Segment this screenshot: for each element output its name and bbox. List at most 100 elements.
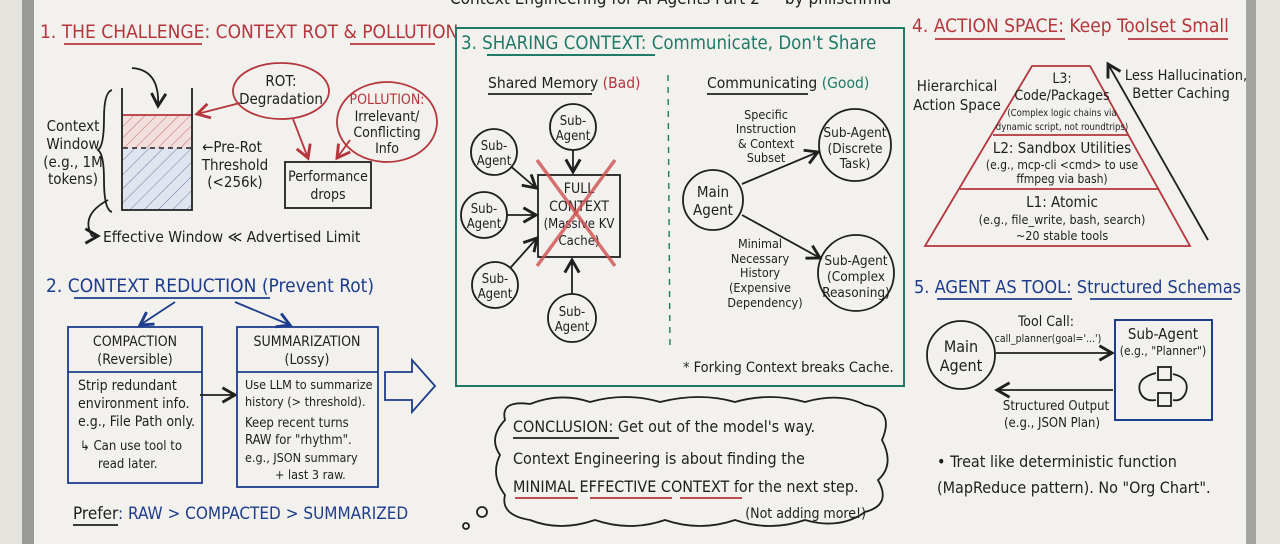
sub-agent-label: Sub- <box>481 139 508 154</box>
svg-text:Threshold: Threshold <box>201 156 268 174</box>
svg-text:(e.g., file_write, bash, searc: (e.g., file_write, bash, search) <box>979 212 1146 227</box>
svg-text:↳ Can use tool to: ↳ Can use tool to <box>80 439 182 454</box>
svg-text:(e.g., "Planner"): (e.g., "Planner") <box>1120 344 1206 358</box>
context-bucket <box>96 67 193 213</box>
svg-text:(Discrete: (Discrete <box>828 141 883 157</box>
svg-text:(Reversible): (Reversible) <box>97 352 172 368</box>
svg-text:(Complex: (Complex <box>827 269 885 285</box>
sub-agent-node: Sub-Agent <box>470 128 539 190</box>
pollution-cloud: POLLUTION: Irrelevant/ Conflicting Info <box>335 81 438 163</box>
svg-text:Info: Info <box>375 141 399 157</box>
rot-cloud: ROT: Degradation <box>194 62 330 161</box>
section-5-agent-as-tool: 5. AGENT AS TOOL: Structured Schemas Mai… <box>914 277 1241 497</box>
svg-text:Agent: Agent <box>693 201 733 219</box>
svg-text:~20 stable tools: ~20 stable tools <box>1016 228 1109 243</box>
svg-text:Cache): Cache) <box>559 234 600 249</box>
complex-reasoning-node: Sub-Agent (Complex Reasoning) <box>817 234 895 312</box>
board-frame-left <box>22 0 34 544</box>
loop-step-icon <box>1157 366 1172 381</box>
section-2-title: 2. CONTEXT REDUCTION (Prevent Rot) <box>46 275 374 297</box>
svg-text:L1: Atomic: L1: Atomic <box>1026 193 1098 211</box>
svg-text:Main: Main <box>944 337 978 356</box>
arrow <box>510 166 539 190</box>
section-3-sharing-context: 3. SHARING CONTEXT: Communicate, Don't S… <box>455 27 905 387</box>
svg-text:Sub-Agent: Sub-Agent <box>824 253 887 269</box>
svg-text:Task): Task) <box>839 156 871 172</box>
svg-text:Minimal: Minimal <box>738 236 782 251</box>
svg-text:POLLUTION:: POLLUTION: <box>349 92 424 108</box>
svg-text:Use LLM to summarize: Use LLM to summarize <box>245 377 373 392</box>
sub-agent-planner-box: Sub-Agent (e.g., "Planner") <box>1114 319 1213 421</box>
conclusion-line-1: CONCLUSION: Get out of the model's way. <box>513 417 815 436</box>
bullet-line-1: • Treat like deterministic function <box>937 452 1177 471</box>
svg-text:& Context: & Context <box>738 136 795 151</box>
board-surface <box>34 0 1246 544</box>
svg-text:Reasoning): Reasoning) <box>822 285 890 301</box>
svg-text:Better Caching: Better Caching <box>1132 86 1229 102</box>
summarization-box: SUMMARIZATION (Lossy) Use LLM to summari… <box>236 326 379 488</box>
svg-text:RAW for "rhythm".: RAW for "rhythm". <box>245 433 352 448</box>
svg-text:(Complex logic chains via: (Complex logic chains via <box>1007 108 1116 119</box>
minimal-history-label: Minimal Necessary History (Expensive Dep… <box>727 236 802 310</box>
section-4-action-space: 4. ACTION SPACE: Keep Toolset Small L3: … <box>912 15 1247 247</box>
arrow <box>509 235 539 269</box>
svg-text:Irrelevant/: Irrelevant/ <box>355 109 421 125</box>
svg-text:Instruction: Instruction <box>736 121 796 136</box>
svg-text:COMPACTION: COMPACTION <box>93 334 177 350</box>
sub-agent-label: Sub- <box>559 305 586 320</box>
svg-text:(e.g., JSON Plan): (e.g., JSON Plan) <box>1004 416 1100 431</box>
section-1-challenge: 1. THE CHALLENGE: CONTEXT ROT & POLLUTIO… <box>40 21 458 246</box>
sub-agent-label: Agent <box>478 287 513 302</box>
svg-text:(Massive KV: (Massive KV <box>544 217 615 232</box>
conclusion-line-3: MINIMAL EFFECTIVE CONTEXT for the next s… <box>513 477 859 496</box>
svg-text:dynamic script, not roundtrips: dynamic script, not roundtrips) <box>996 122 1128 133</box>
prefer-line: Prefer: RAW > COMPACTED > SUMMARIZED <box>73 504 408 524</box>
svg-text:Action Space: Action Space <box>913 96 1001 114</box>
svg-text:Degradation: Degradation <box>239 90 323 108</box>
sub-agent-label: Agent <box>467 217 502 232</box>
svg-text:Conflicting: Conflicting <box>353 125 420 141</box>
effective-window-note: Effective Window ≪ Advertised Limit <box>103 228 361 246</box>
main-agent-node: Main Agent <box>682 169 744 231</box>
svg-text:e.g., File Path only.: e.g., File Path only. <box>78 414 195 430</box>
main-agent-node-5: Main Agent <box>926 320 996 390</box>
board-frame-right <box>1246 0 1256 544</box>
discrete-task-node: Sub-Agent (Discrete Task) <box>818 108 892 182</box>
section-5-title: 5. AGENT AS TOOL: Structured Schemas <box>914 277 1241 298</box>
full-context-box: FULL CONTEXT (Massive KV Cache) <box>535 158 621 268</box>
sub-agent-label: Sub- <box>471 202 498 217</box>
conclusion-cloud: CONCLUSION: Get out of the model's way. … <box>462 396 889 530</box>
svg-text:e.g., JSON summary: e.g., JSON summary <box>245 450 358 465</box>
svg-text:drops: drops <box>310 187 345 203</box>
less-hallucination-label: Less Hallucination, <box>1125 68 1247 84</box>
section-2-context-reduction: 2. CONTEXT REDUCTION (Prevent Rot) COMPA… <box>46 275 437 526</box>
tool-call-label: Tool Call: <box>1017 314 1074 330</box>
svg-text:(Expensive: (Expensive <box>729 280 791 295</box>
svg-text:Sub-Agent: Sub-Agent <box>1128 325 1198 343</box>
section-4-title: 4. ACTION SPACE: Keep Toolset Small <box>912 15 1229 37</box>
svg-text:Code/Packages: Code/Packages <box>1014 88 1109 104</box>
svg-text:Subset: Subset <box>747 150 786 165</box>
divider <box>667 74 671 351</box>
conclusion-line-2: Context Engineering is about finding the <box>513 449 805 468</box>
thought-bubble-dot <box>476 506 488 518</box>
section-1-title: 1. THE CHALLENGE: CONTEXT ROT & POLLUTIO… <box>40 21 458 43</box>
board-header: Context Engineering for AI Agents Part 2… <box>450 0 891 9</box>
svg-text:(e.g., mcp-cli <cmd> to use: (e.g., mcp-cli <cmd> to use <box>986 158 1139 172</box>
svg-text:Necessary: Necessary <box>731 251 790 266</box>
big-arrow-icon <box>384 357 437 415</box>
svg-text:ffmpeg via bash): ffmpeg via bash) <box>1016 172 1107 186</box>
bullet-line-2: (MapReduce pattern). No "Org Chart". <box>937 478 1211 497</box>
context-window-label: Context Window (e.g., 1M tokens) <box>43 117 103 188</box>
compaction-box: COMPACTION (Reversible) Strip redundant … <box>67 326 203 484</box>
svg-text:SUMMARIZATION: SUMMARIZATION <box>254 334 361 350</box>
svg-text:Main: Main <box>697 183 729 201</box>
svg-text:L3:: L3: <box>1052 71 1071 87</box>
section-3-title: 3. SHARING CONTEXT: Communicate, Don't S… <box>461 33 876 54</box>
svg-text:Specific: Specific <box>744 107 788 122</box>
svg-text:History: History <box>740 265 780 280</box>
sub-agent-node: Sub-Agent <box>471 235 539 309</box>
specific-instruction-label: Specific Instruction & Context Subset <box>736 107 796 165</box>
svg-text:ROT:: ROT: <box>265 72 296 90</box>
